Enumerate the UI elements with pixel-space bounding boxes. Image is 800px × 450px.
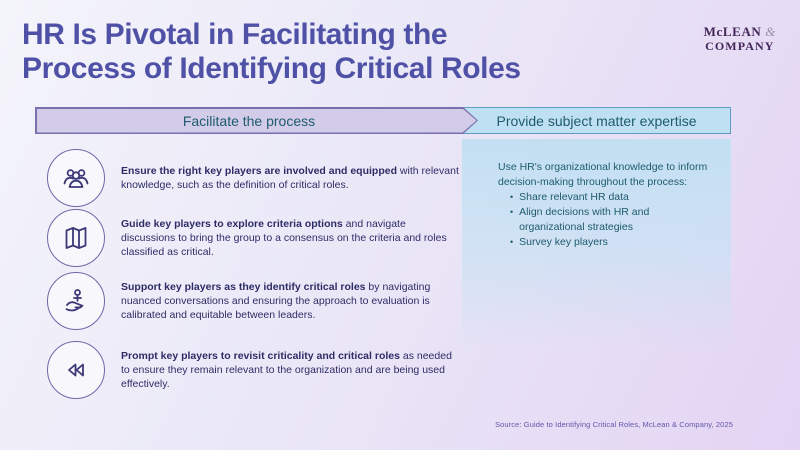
bullet-marker: • bbox=[510, 236, 514, 247]
bullet-marker: • bbox=[510, 192, 514, 203]
process-item-text: Guide key players to explore criteria op… bbox=[121, 217, 461, 260]
logo-name-text: McLEAN bbox=[703, 24, 762, 39]
column-header-expertise: Provide subject matter expertise bbox=[462, 107, 731, 134]
process-item-bold: Support key players as they identify cri… bbox=[121, 280, 366, 293]
page-title-line2: Process of Identifying Critical Roles bbox=[22, 51, 521, 85]
expertise-panel bbox=[462, 139, 731, 353]
facilitate-banner-label: Facilitate the process bbox=[182, 112, 316, 129]
rewind-icon bbox=[47, 341, 105, 399]
bullet-item: • Survey key players bbox=[510, 235, 700, 250]
process-item-text: Prompt key players to revisit criticalit… bbox=[121, 349, 461, 392]
expertise-intro: Use HR's organizational knowledge to inf… bbox=[498, 161, 708, 188]
process-item-ensure: Ensure the right key players are involve… bbox=[47, 149, 461, 207]
page-title: HR Is Pivotal in Facilitating the Proces… bbox=[22, 18, 521, 86]
company-logo: McLEAN & COMPANY bbox=[704, 24, 776, 54]
process-item-rest: by navigating nuanced conversations and … bbox=[121, 280, 431, 322]
bullet-text: Share relevant HR data bbox=[519, 191, 629, 204]
bullet-item: • Align decisions with HR and organizatio… bbox=[510, 205, 700, 234]
source-note: Source: Guide to Identifying Critical Ro… bbox=[495, 420, 733, 429]
facilitate-banner-fill bbox=[37, 109, 477, 133]
process-item-guide: Guide key players to explore criteria op… bbox=[47, 209, 461, 267]
process-item-prompt: Prompt key players to revisit criticalit… bbox=[47, 341, 461, 399]
process-item-bold: Guide key players to explore criteria op… bbox=[121, 217, 343, 230]
group-icon bbox=[47, 149, 105, 207]
logo-ampersand: & bbox=[765, 24, 776, 39]
logo-name-top: McLEAN & bbox=[704, 24, 776, 40]
process-item-bold: Ensure the right key players are involve… bbox=[121, 164, 397, 177]
page-title-line1: HR Is Pivotal in Facilitating the bbox=[22, 18, 448, 51]
bullet-text: Survey key players bbox=[519, 235, 608, 248]
expertise-bullet-list: • Share relevant HR data • Align decisions… bbox=[498, 190, 730, 249]
process-item-rest: as needed to ensure they remain relevant… bbox=[121, 349, 452, 391]
bullet-marker: • bbox=[510, 207, 514, 218]
bullet-item: • Share relevant HR data bbox=[510, 190, 700, 205]
process-item-rest: and navigate discussions to bring the gr… bbox=[121, 217, 447, 259]
hand-person-icon bbox=[47, 272, 105, 330]
process-item-bold: Prompt key players to revisit criticalit… bbox=[121, 349, 400, 362]
process-item-support: Support key players as they identify cri… bbox=[47, 272, 461, 330]
process-item-rest: with relevant knowledge, such as the def… bbox=[121, 164, 459, 191]
logo-name-bottom: COMPANY bbox=[705, 39, 775, 53]
process-item-text: Ensure the right key players are involve… bbox=[121, 164, 461, 193]
process-item-text: Support key players as they identify cri… bbox=[121, 280, 461, 323]
expertise-content: Use HR's organizational knowledge to inf… bbox=[498, 160, 730, 249]
bullet-text: Align decisions with HR and organization… bbox=[519, 206, 650, 233]
column-header-facilitate: Facilitate the process bbox=[35, 107, 478, 134]
map-icon bbox=[47, 209, 105, 267]
expertise-banner-label: Provide subject matter expertise bbox=[496, 112, 697, 129]
